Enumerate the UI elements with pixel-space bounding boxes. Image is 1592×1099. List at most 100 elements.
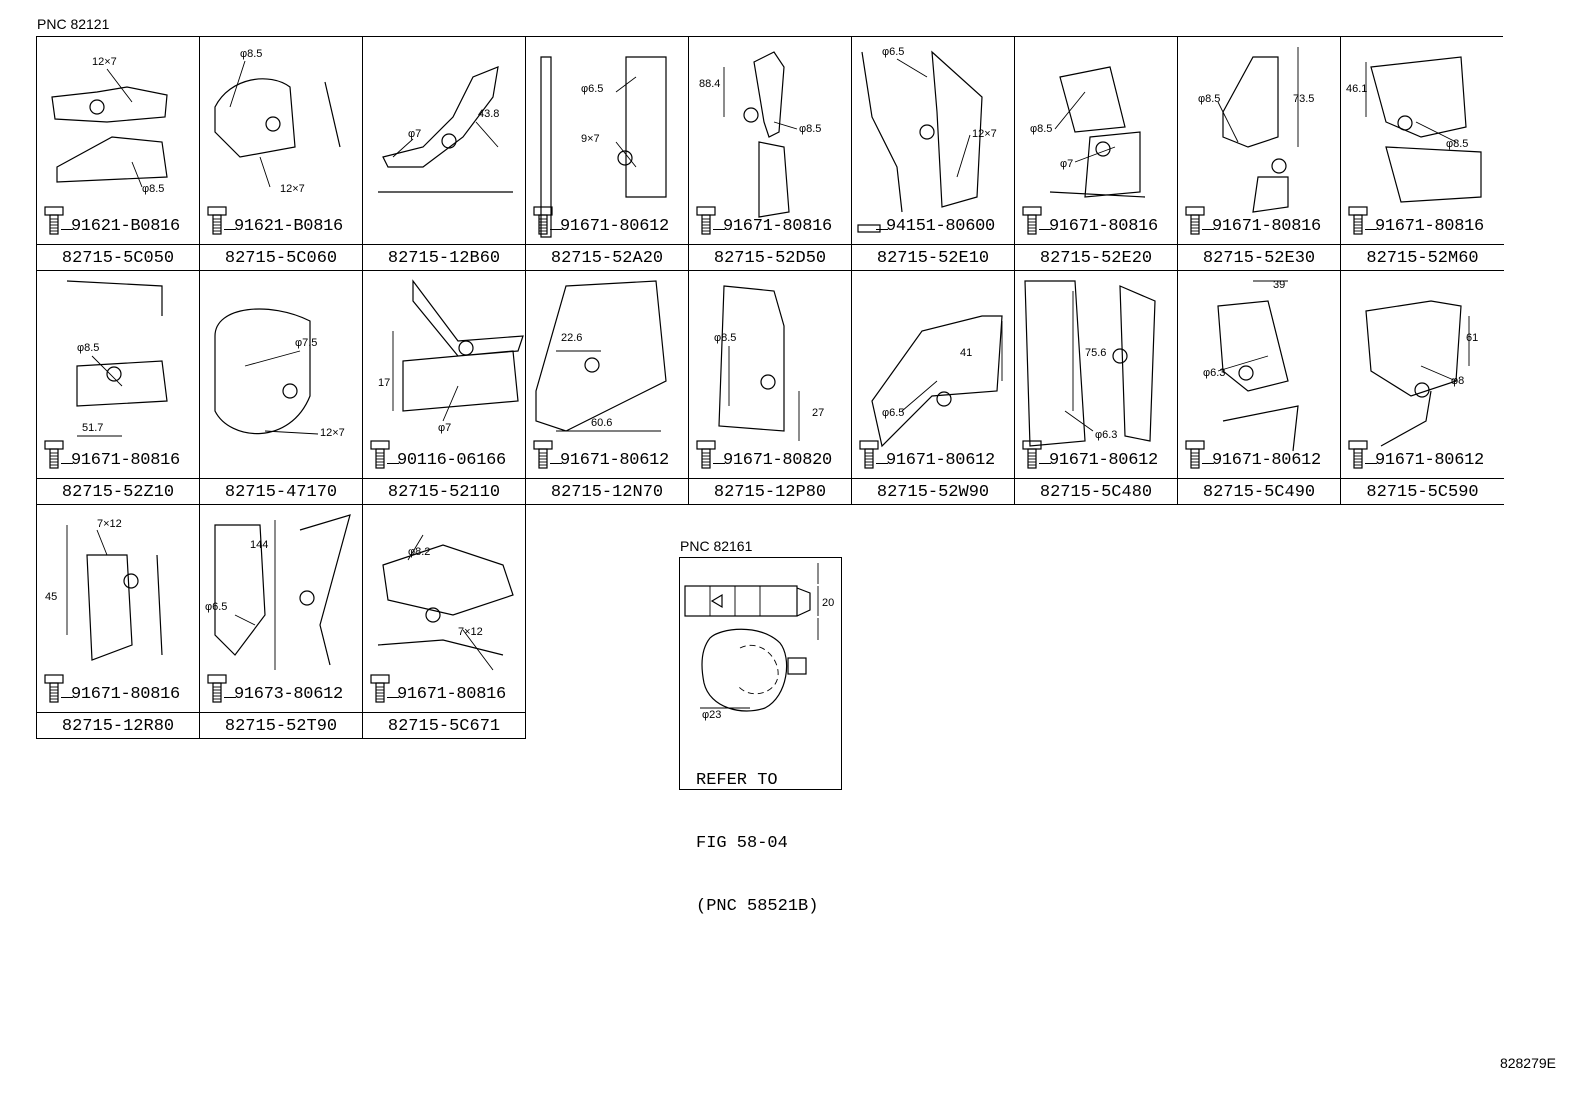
bolt-part-number[interactable]: 91671-80612 bbox=[1375, 451, 1484, 470]
part-number[interactable]: 82715-5C050 bbox=[37, 244, 199, 272]
bolt-part-number[interactable]: 91621-B0816 bbox=[71, 217, 180, 236]
mounting-hole bbox=[584, 357, 600, 373]
bolt-part-number[interactable]: 91671-80820 bbox=[723, 451, 832, 470]
part-number[interactable]: 82715-52110 bbox=[363, 478, 525, 506]
part-number[interactable]: 82715-5C671 bbox=[363, 712, 525, 740]
mounting-hole bbox=[441, 133, 457, 149]
dimension-label: 12×7 bbox=[320, 427, 345, 439]
bracket-drawing: 22.660.6 bbox=[535, 280, 667, 432]
bracket-outline bbox=[402, 279, 524, 412]
bolt-part-number[interactable]: 91671-80816 bbox=[71, 451, 180, 470]
dimension-label: φ6.3 bbox=[1095, 429, 1117, 441]
bolt-part-number[interactable]: 90116-06166 bbox=[397, 451, 506, 470]
part-number[interactable]: 82715-52E30 bbox=[1178, 244, 1340, 272]
dimension-label: φ8 bbox=[1451, 375, 1464, 387]
bracket-outline bbox=[378, 66, 513, 193]
part-number[interactable]: 82715-52E10 bbox=[852, 244, 1014, 272]
part-number[interactable]: 82715-12P80 bbox=[689, 478, 851, 506]
bolt-leader bbox=[1039, 463, 1051, 464]
mounting-hole bbox=[299, 590, 315, 606]
mounting-hole bbox=[1414, 382, 1430, 398]
bolt-part-number[interactable]: 91673-80612 bbox=[234, 685, 343, 704]
part-number[interactable]: 82715-52M60 bbox=[1341, 244, 1504, 272]
bolt-part-number[interactable]: 91621-B0816 bbox=[234, 217, 343, 236]
part-number[interactable]: 82715-52D50 bbox=[689, 244, 851, 272]
part-number[interactable]: 82715-12B60 bbox=[363, 244, 525, 272]
dimension-leader bbox=[131, 161, 143, 188]
dimension-leader bbox=[901, 380, 938, 412]
hex-bolt-icon bbox=[1348, 440, 1368, 469]
part-number[interactable]: 82715-52W90 bbox=[852, 478, 1014, 506]
bolt-part-number[interactable]: 91671-80816 bbox=[1375, 217, 1484, 236]
part-number[interactable]: 82715-52A20 bbox=[526, 244, 688, 272]
part-number[interactable]: 82715-52T90 bbox=[200, 712, 362, 740]
bracket-outline bbox=[1049, 66, 1146, 198]
part-number[interactable]: 82715-12R80 bbox=[37, 712, 199, 740]
bolt-part-number[interactable]: 91671-80816 bbox=[71, 685, 180, 704]
hex-bolt-icon bbox=[207, 206, 227, 235]
mounting-hole bbox=[1397, 115, 1413, 131]
dimension-label: 27 bbox=[812, 407, 824, 419]
bolt-part-number[interactable]: 91671-80612 bbox=[560, 451, 669, 470]
part-number[interactable]: 82715-12N70 bbox=[526, 478, 688, 506]
bolt-part-number[interactable]: 91671-80816 bbox=[1212, 217, 1321, 236]
hex-bolt-icon bbox=[533, 206, 553, 235]
part-number[interactable]: 82715-5C060 bbox=[200, 244, 362, 272]
dimension-label: 7×12 bbox=[97, 518, 122, 530]
part-number[interactable]: 82715-52E20 bbox=[1015, 244, 1177, 272]
bolt-part-number[interactable]: 91671-80612 bbox=[1049, 451, 1158, 470]
bracket-outline bbox=[1370, 56, 1482, 203]
part-number[interactable]: 82715-52Z10 bbox=[37, 478, 199, 506]
bracket-drawing: φ7.512×7 bbox=[214, 308, 345, 439]
bolt-part-number[interactable]: 91671-80816 bbox=[397, 685, 506, 704]
bolt-leader bbox=[224, 229, 236, 230]
bolt-part-number[interactable]: 91671-80816 bbox=[723, 217, 832, 236]
clip-dim-diameter: φ23 bbox=[702, 709, 721, 721]
part-number[interactable]: 82715-47170 bbox=[200, 478, 362, 506]
hex-bolt-icon bbox=[1022, 440, 1042, 469]
bolt-part-number[interactable]: 94151-80600 bbox=[886, 217, 995, 236]
part-number[interactable]: 82715-5C490 bbox=[1178, 478, 1340, 506]
mounting-hole bbox=[919, 124, 935, 140]
dimension-leader bbox=[615, 76, 637, 93]
bolt-part-number[interactable]: 91671-80816 bbox=[1049, 217, 1158, 236]
bolt-part-number[interactable]: 91671-80612 bbox=[1212, 451, 1321, 470]
bracket-outline bbox=[1024, 280, 1156, 447]
dimension-label: φ8.5 bbox=[142, 183, 164, 195]
hex-bolt-icon bbox=[1348, 206, 1368, 235]
part-number[interactable]: 82715-5C480 bbox=[1015, 478, 1177, 506]
bolt-leader bbox=[876, 463, 888, 464]
bolt-leader bbox=[550, 463, 562, 464]
bolt-leader bbox=[1039, 229, 1051, 230]
bolt-part-number[interactable]: 91671-80612 bbox=[886, 451, 995, 470]
bolt-leader bbox=[224, 697, 236, 698]
bracket-outline bbox=[51, 86, 168, 183]
bolt-part-number[interactable]: 91671-80612 bbox=[560, 217, 669, 236]
part-number[interactable]: 82715-5C590 bbox=[1341, 478, 1504, 506]
dimension-leader bbox=[462, 629, 494, 671]
